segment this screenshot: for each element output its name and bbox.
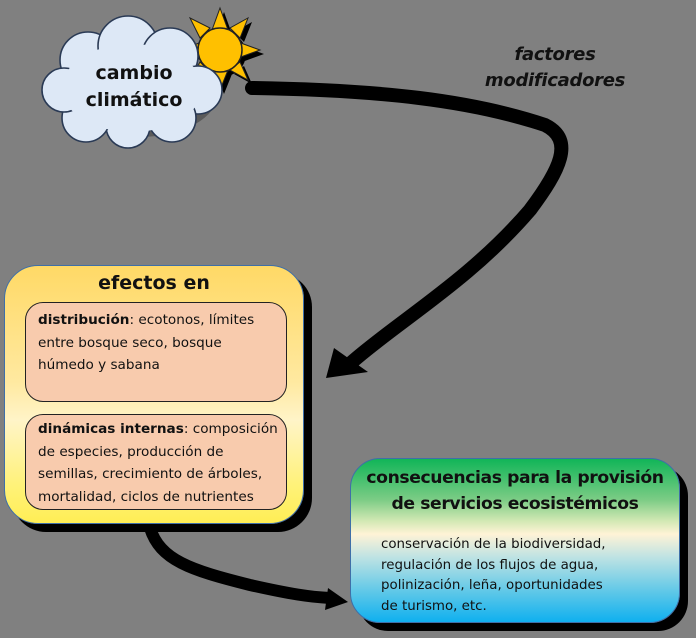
effect-separator: : xyxy=(129,312,135,328)
consequences-body: conservación de la biodiversidad, regula… xyxy=(381,535,671,617)
effects-title: efectos en xyxy=(98,272,210,294)
driver-label: cambio climático xyxy=(78,60,190,114)
effect-separator: : xyxy=(183,421,189,437)
driver-label-line2: climático xyxy=(85,89,183,111)
consequences-line: regulación de los flujos de agua, xyxy=(381,557,599,573)
effect-term: dinámicas internas xyxy=(38,421,184,437)
arrow-climate-to-effects xyxy=(245,81,569,378)
effect-item-distribution: distribución: ecotonos, límites entre bo… xyxy=(25,302,287,402)
cloud-icon xyxy=(41,15,223,149)
consequences-box: consecuencias para la provisión de servi… xyxy=(350,458,680,623)
effect-item-internal-dynamics: dinámicas internas: composición de espec… xyxy=(25,414,287,510)
effect-description: ecotonos, límites entre bosque seco, bos… xyxy=(38,312,255,373)
driver-label-line1: cambio xyxy=(95,62,173,84)
consequences-title: consecuencias para la provisión de servi… xyxy=(351,465,679,517)
effect-term: distribución xyxy=(38,312,130,328)
consequences-line: de turismo, etc. xyxy=(381,598,487,614)
arrow-effects-to-consequences xyxy=(144,522,348,610)
connector-label-line1: factores xyxy=(514,44,596,65)
effects-box: efectos en distribución: ecotonos, límit… xyxy=(4,265,304,524)
effect-description: composición de especies, producción de s… xyxy=(38,421,278,505)
consequences-title-line2: de servicios ecosistémicos xyxy=(391,494,639,514)
connector-label-line2: modificadores xyxy=(484,70,626,91)
consequences-title-line1: consecuencias para la provisión xyxy=(366,468,664,488)
connector-label: factores modificadores xyxy=(470,42,640,94)
consequences-line: polinización, leña, oportunidades xyxy=(381,578,603,593)
consequences-line: conservación de la biodiversidad, xyxy=(381,537,606,552)
